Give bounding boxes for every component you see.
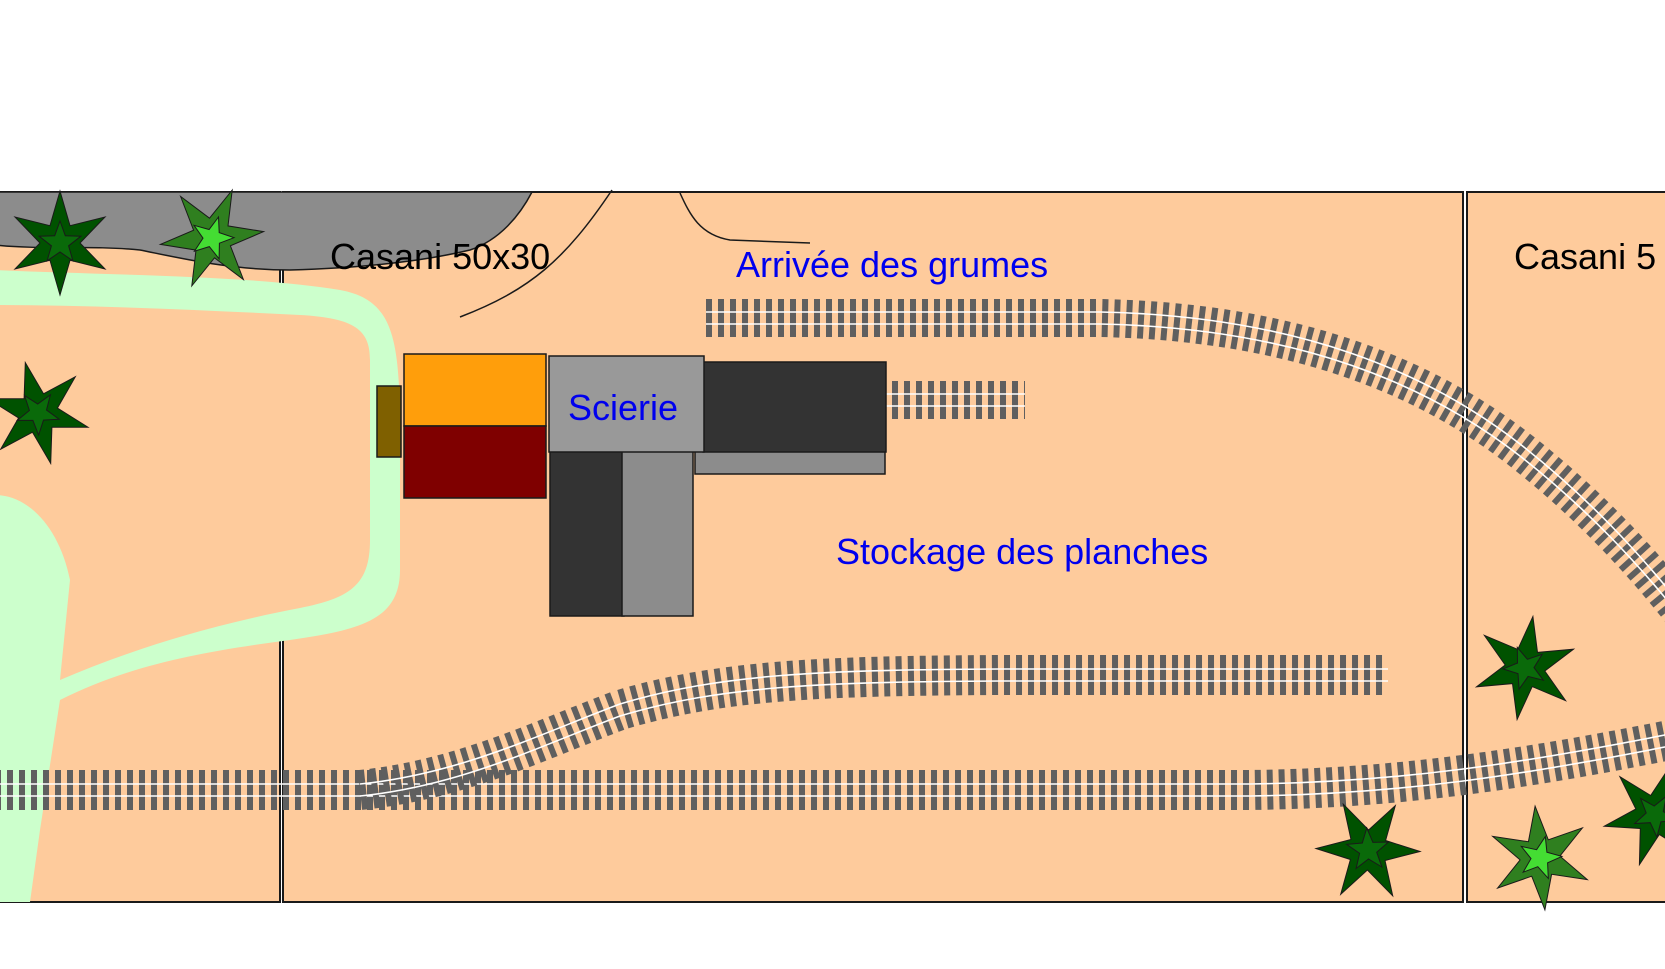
zone-label-sawmill: Scierie (568, 387, 678, 428)
sawmill-complex (376, 353, 887, 617)
board-label-left: Casani 50x30 (330, 236, 550, 277)
dark-shed-right (702, 361, 887, 453)
grey-shed-lower (621, 449, 694, 617)
maroon-building (403, 425, 547, 499)
hill-line-right (679, 192, 811, 244)
board-label-right: Casani 5 (1514, 236, 1656, 277)
track-storage-siding (357, 655, 1388, 810)
track-main-line (0, 720, 1665, 810)
zone-label-plank-storage: Stockage des planches (836, 531, 1208, 572)
tree-icon (0, 360, 90, 466)
orange-building (403, 353, 547, 427)
tree-icon (1314, 802, 1422, 898)
tree-icon (158, 188, 266, 288)
dark-shed-lower (549, 449, 625, 617)
riverbank-inner (0, 305, 370, 680)
hill-line-left (459, 189, 613, 318)
track-log-arrival (706, 299, 1665, 622)
olive-block (376, 385, 402, 458)
tree-icon (1491, 804, 1589, 912)
tree-icon (13, 189, 107, 297)
trees (0, 188, 1665, 912)
tree-icon (1474, 614, 1576, 722)
tree-icon (1602, 772, 1665, 867)
sawmill-building (548, 355, 705, 453)
zone-label-log-arrival: Arrivée des grumes (736, 244, 1048, 285)
track-sawmill-spur (880, 381, 1025, 419)
